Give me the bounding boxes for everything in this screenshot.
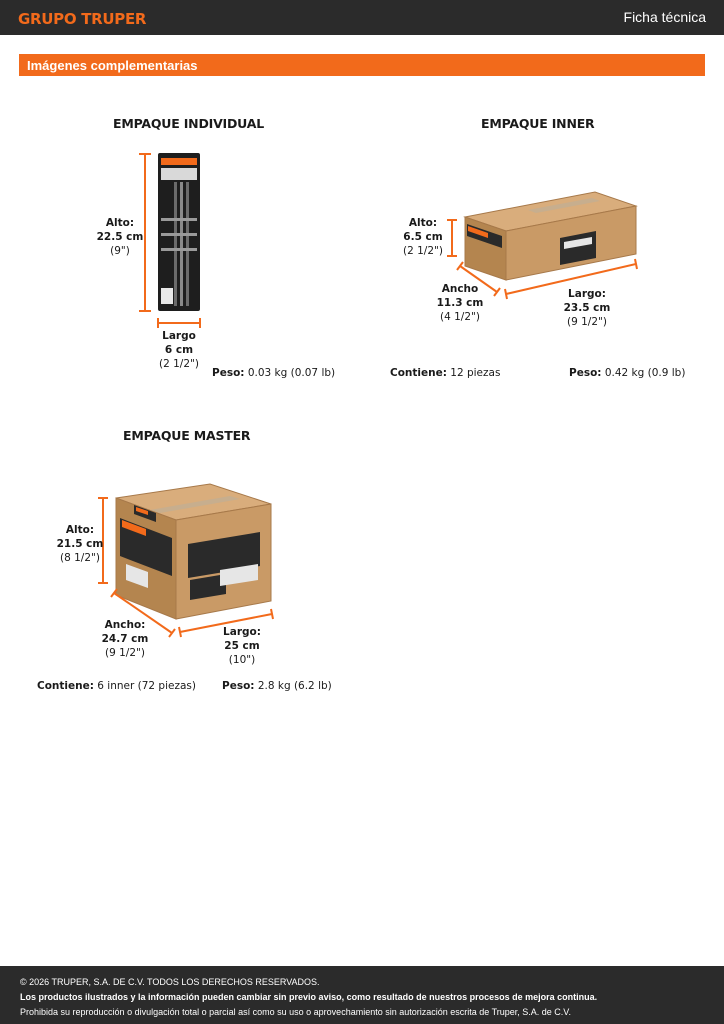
individual-height-label: Alto: 22.5 cm (9") (96, 217, 144, 257)
individual-package-image (139, 153, 201, 328)
footer-legal: Prohibida su reproducción o divulgación … (20, 1007, 571, 1017)
inner-weight: Peso: 0.42 kg (0.9 lb) (569, 367, 686, 379)
footer-notice: Los productos ilustrados y la informació… (20, 992, 598, 1002)
inner-package-title: EMPAQUE INNER (481, 116, 595, 131)
footer-copyright: © 2026 TRUPER, S.A. DE C.V. TODOS LOS DE… (20, 977, 320, 987)
master-depth-label: Ancho: 24.7 cm (9 1/2") (101, 619, 149, 659)
inner-package-image (447, 191, 638, 300)
section-title: Imágenes complementarias (27, 58, 198, 73)
inner-height-label: Alto: 6.5 cm (2 1/2") (403, 217, 443, 257)
individual-width-label: Largo 6 cm (2 1/2") (159, 330, 199, 370)
master-height-label: Alto: 21.5 cm (8 1/2") (56, 524, 104, 564)
individual-package-title: EMPAQUE INDIVIDUAL (113, 116, 264, 131)
master-package-title: EMPAQUE MASTER (123, 428, 251, 443)
page-footer: © 2026 TRUPER, S.A. DE C.V. TODOS LOS DE… (0, 966, 724, 1024)
master-contents: Contiene: 6 inner (72 piezas) (37, 680, 196, 692)
master-weight: Peso: 2.8 kg (6.2 lb) (222, 680, 332, 692)
brand-logo: GRUPO TRUPER (18, 10, 147, 28)
page-header: GRUPO TRUPER Ficha técnica (0, 0, 724, 35)
inner-width-label: Largo: 23.5 cm (9 1/2") (563, 288, 611, 328)
master-package-image (98, 483, 274, 638)
inner-contents: Contiene: 12 piezas (390, 367, 501, 379)
document-title: Ficha técnica (623, 9, 706, 25)
master-width-label: Largo: 25 cm (10") (223, 626, 261, 666)
section-header: Imágenes complementarias (19, 54, 705, 76)
individual-weight: Peso: 0.03 kg (0.07 lb) (212, 367, 336, 379)
inner-depth-label: Ancho 11.3 cm (4 1/2") (436, 283, 484, 323)
